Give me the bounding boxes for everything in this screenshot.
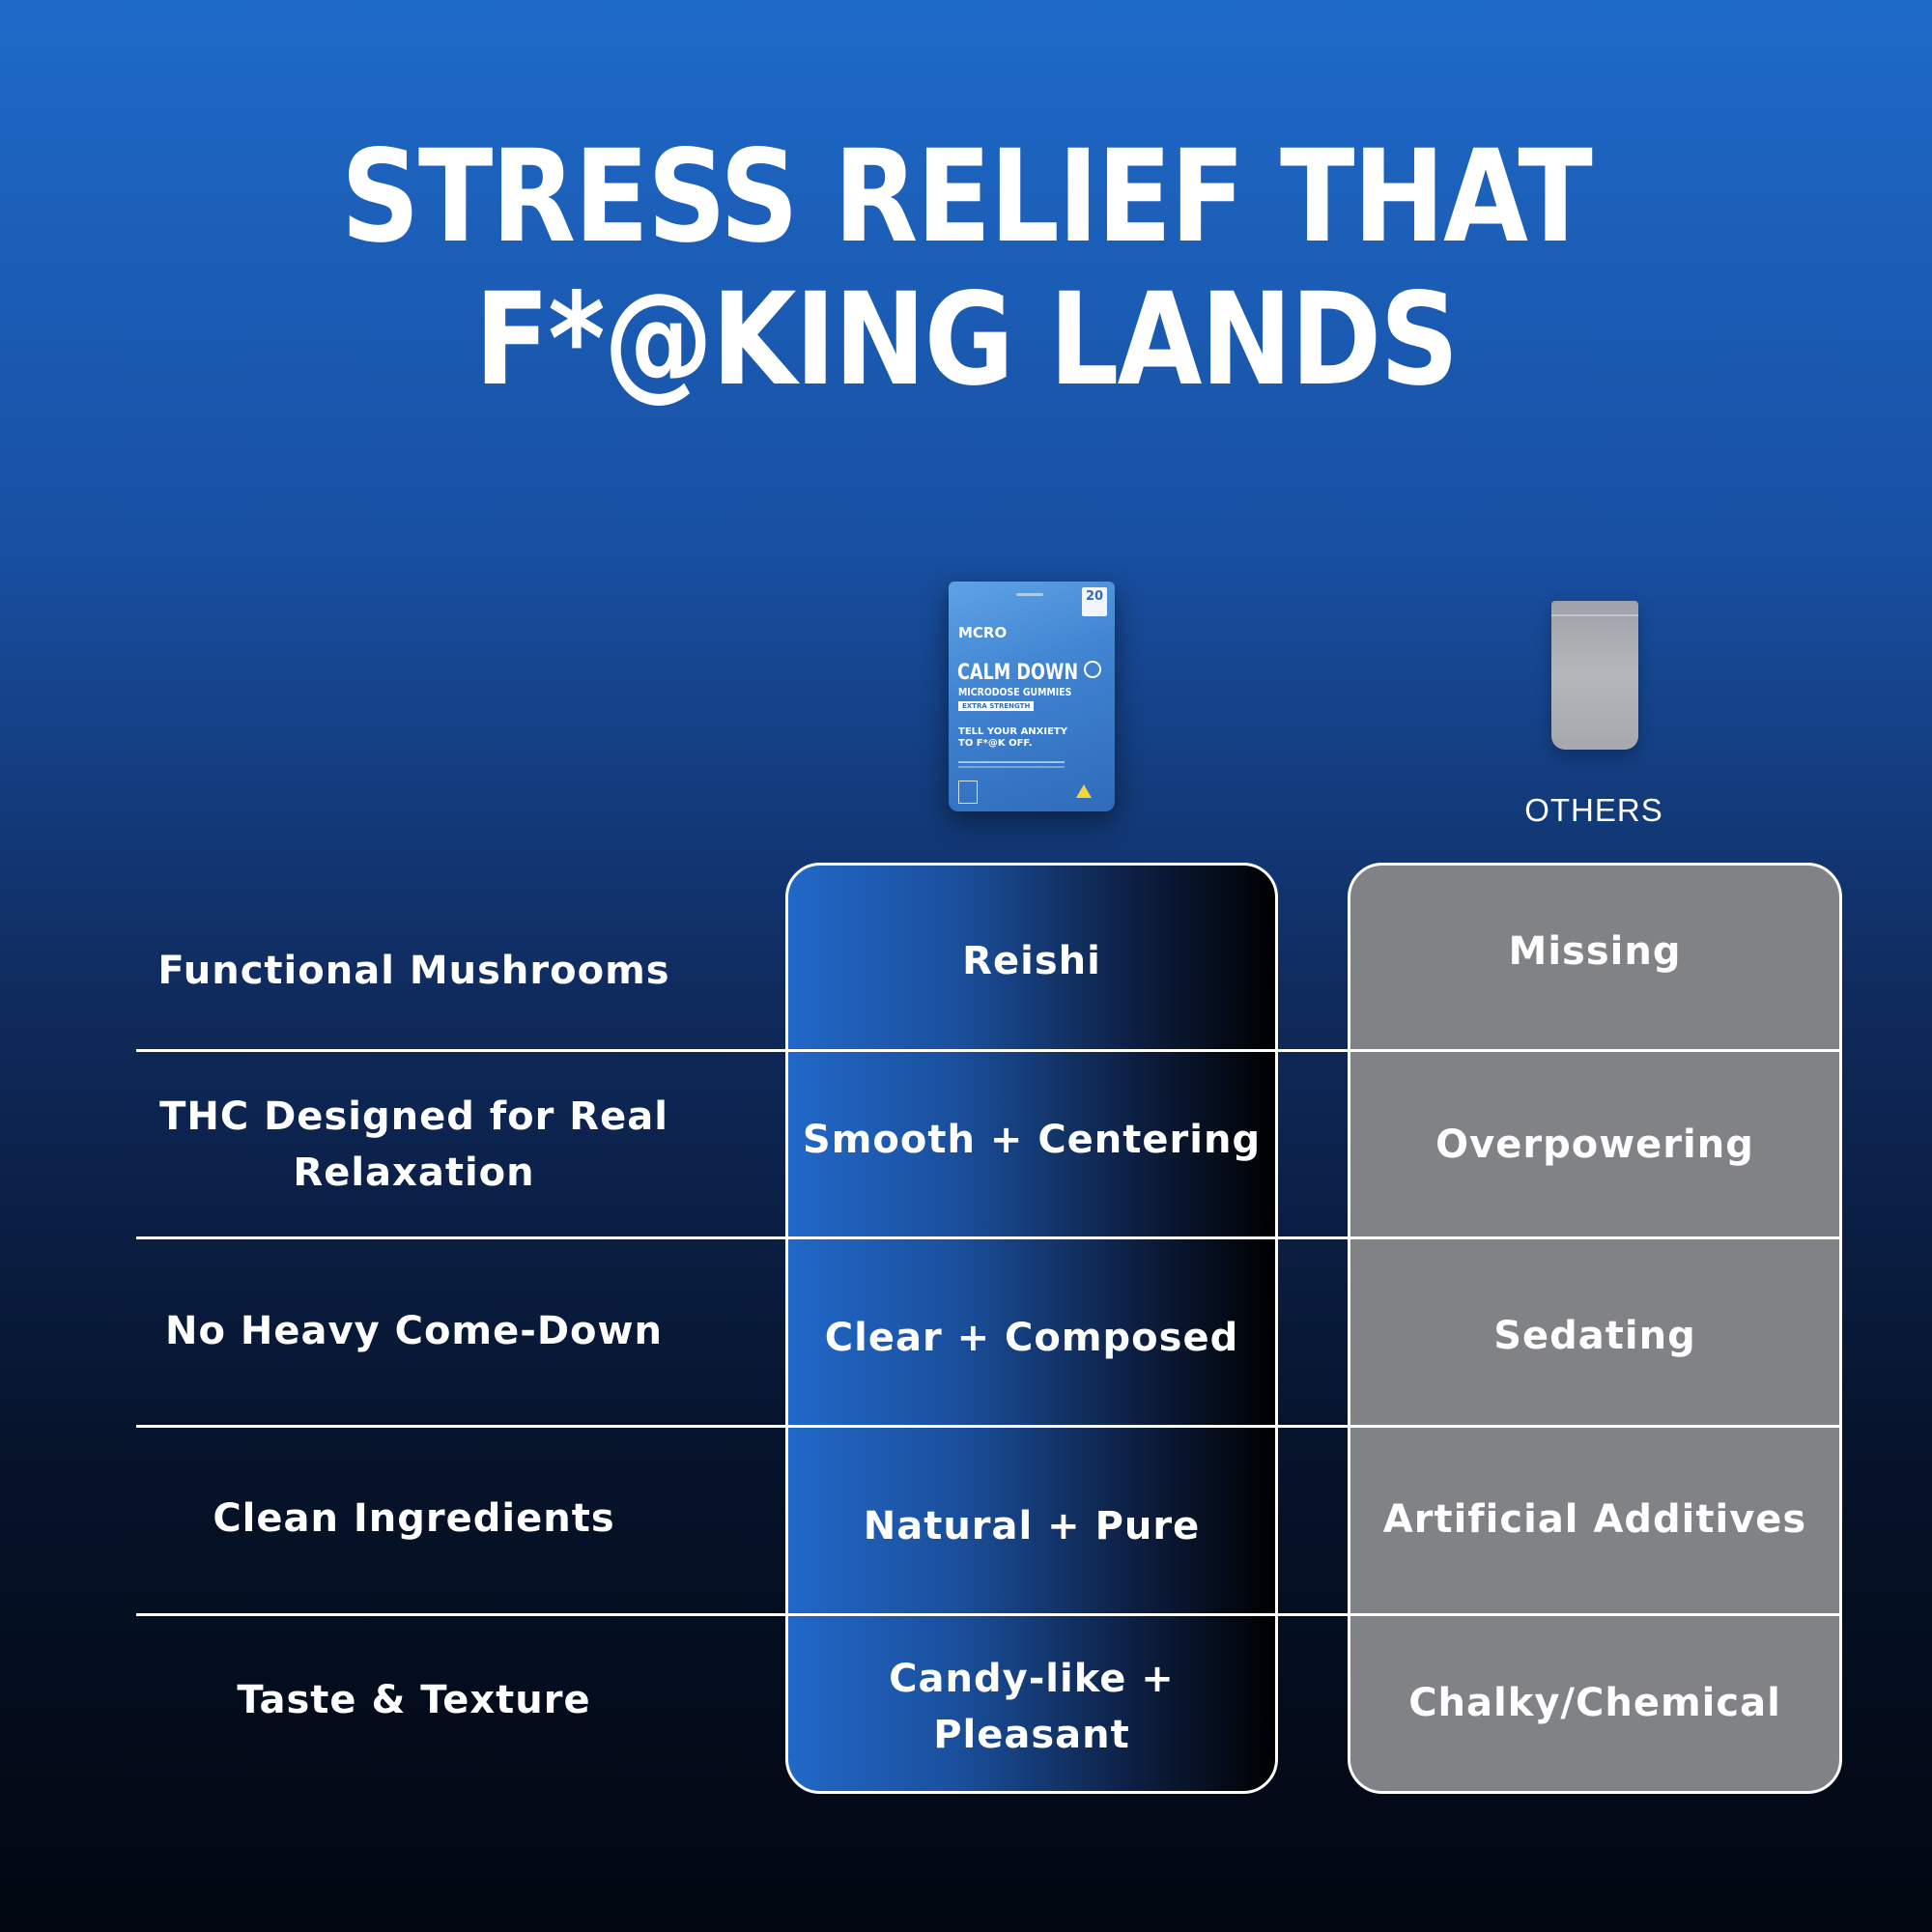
- others-value: Missing: [1508, 929, 1682, 974]
- generic-package-image: [1551, 601, 1638, 750]
- tear-notch: [1016, 593, 1043, 596]
- our-product-value: Candy-like + Pleasant: [889, 1657, 1175, 1757]
- product-tagline: TELL YOUR ANXIETY TO F*@K OFF.: [958, 726, 1067, 750]
- strength-tag: EXTRA STRENGTH: [958, 701, 1035, 711]
- warning-triangle-icon: [1076, 784, 1092, 798]
- our-product-value: Natural + Pure: [863, 1504, 1201, 1548]
- others-value: Sedating: [1493, 1314, 1696, 1358]
- others-value: Overpowering: [1435, 1122, 1754, 1167]
- feature-label: Clean Ingredients: [213, 1496, 615, 1541]
- feature-label: THC Designed for Real Relaxation: [159, 1094, 668, 1195]
- product-brand: MCRO: [958, 624, 1008, 641]
- our-product-value: Reishi: [962, 939, 1101, 983]
- our-product-column: [785, 863, 1278, 1794]
- others-value: Chalky/Chemical: [1408, 1681, 1781, 1725]
- product-subtitle: MICRODOSE GUMMIES: [958, 686, 1072, 698]
- others-column-label: OTHERS: [1524, 792, 1663, 828]
- our-product-value: Smooth + Centering: [802, 1118, 1262, 1162]
- our-product-value: Clear + Composed: [824, 1316, 1239, 1360]
- gummy-count-badge: 20: [1082, 587, 1107, 616]
- row-divider: [136, 1425, 1842, 1428]
- others-value: Artificial Additives: [1382, 1497, 1807, 1542]
- headline-line-2: F*@KING LANDS: [474, 266, 1459, 414]
- headline: STRESS RELIEF THAT F*@KING LANDS: [135, 126, 1797, 412]
- fine-print: [958, 761, 1065, 763]
- row-divider: [136, 1613, 1842, 1616]
- dosage-box: [958, 781, 978, 804]
- feature-label: Taste & Texture: [237, 1678, 591, 1722]
- headline-line-1: STRESS RELIEF THAT: [340, 123, 1593, 271]
- row-divider: [136, 1236, 1842, 1239]
- feature-label: Functional Mushrooms: [157, 949, 670, 993]
- product-name: CALM DOWN: [957, 661, 1079, 685]
- product-tagline-line-2: TO F*@K OFF.: [958, 738, 1033, 749]
- feature-label: No Heavy Come-Down: [165, 1309, 663, 1353]
- others-column: [1348, 863, 1842, 1794]
- product-package-image: 20 MCRO CALM DOWN MICRODOSE GUMMIES EXTR…: [949, 582, 1115, 811]
- row-divider: [136, 1049, 1842, 1052]
- product-tagline-line-1: TELL YOUR ANXIETY: [958, 726, 1067, 737]
- swirl-icon: [1084, 661, 1101, 678]
